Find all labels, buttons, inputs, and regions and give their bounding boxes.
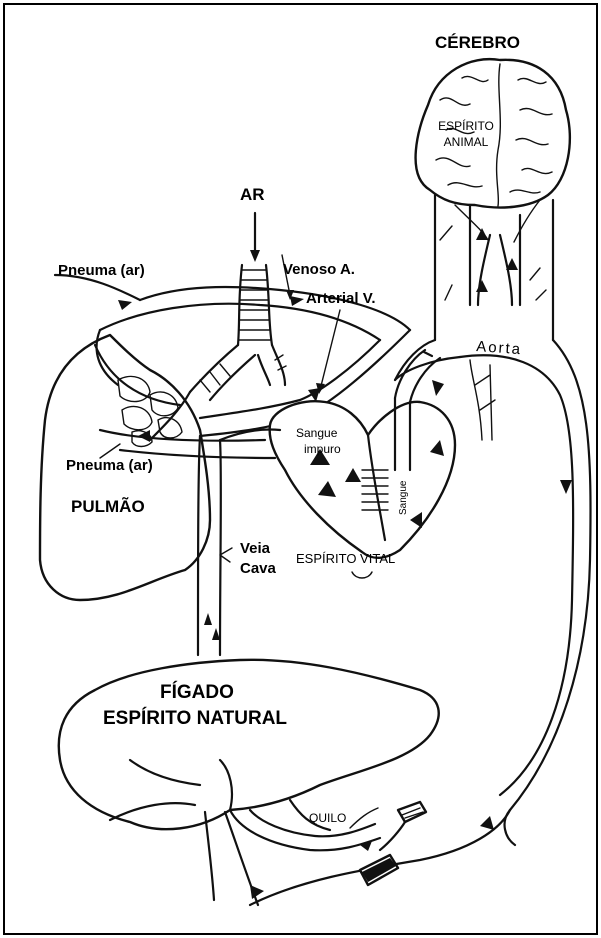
arterial-label: Arterial V. — [306, 290, 376, 307]
lung-label: PULMÃO — [71, 496, 145, 516]
chyle-label: QUILO — [309, 811, 346, 825]
animal-spirit-label-line1: ESPÍRITO — [438, 118, 494, 133]
vena-cava-label-line1: Veia — [240, 540, 271, 557]
brain-label: CÉREBRO — [435, 33, 520, 52]
impure-blood-label-line2: impuro — [304, 442, 341, 456]
liver-label: FÍGADO — [160, 681, 234, 703]
natural-spirit-label: ESPÍRITO NATURAL — [103, 707, 287, 729]
air-label: AR — [240, 185, 265, 204]
pneuma-top-label: Pneuma (ar) — [58, 262, 145, 279]
animal-spirit-label-line2: ANIMAL — [444, 135, 489, 149]
pneuma-bottom-label: Pneuma (ar) — [66, 457, 153, 474]
aorta-label: Aorta — [476, 338, 523, 358]
vena-cava-label-line2: Cava — [240, 560, 277, 577]
carotid-arteries — [435, 195, 553, 340]
impure-blood-label-line1: Sangue — [296, 426, 338, 440]
vital-spirit-label: ESPÍRITO VITAL — [296, 551, 395, 566]
portal-chyle — [230, 802, 510, 905]
vital-spirit-mark — [352, 572, 372, 578]
brain — [416, 59, 570, 242]
venoso-label: Venoso A. — [283, 261, 355, 278]
heart — [270, 350, 455, 558]
blood-label: Sangue — [398, 480, 409, 515]
